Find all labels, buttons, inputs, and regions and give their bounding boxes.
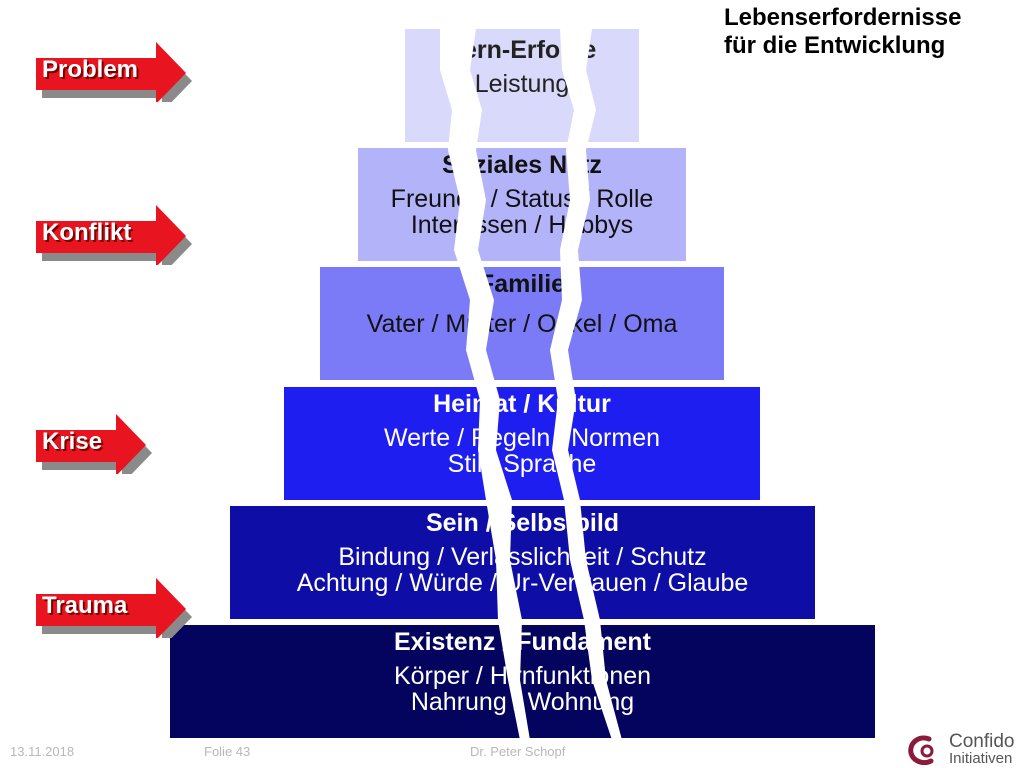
arrow-right-icon bbox=[36, 205, 192, 265]
arrow-label: Krise bbox=[42, 428, 103, 455]
arrow-problem: Problem bbox=[34, 40, 194, 102]
level-body: Körper / Hirnfunktionen Nahrung / Wohnun… bbox=[170, 663, 875, 715]
arrow-right-icon bbox=[36, 578, 192, 638]
level-line: Freunde / Status / Rolle bbox=[390, 185, 654, 213]
level-familie: Familie Vater / Mutter / Onkel / Oma bbox=[320, 267, 724, 380]
footer-slide-number: Folie 43 bbox=[204, 744, 251, 759]
arrow-right-icon bbox=[36, 42, 192, 102]
level-existenz-fundament: Existenz / Fundament Körper / Hirnfunkti… bbox=[170, 625, 875, 738]
level-body: Vater / Mutter / Onkel / Oma bbox=[320, 311, 724, 337]
logo-mark-icon bbox=[908, 735, 934, 765]
footer-date: 13.11.2018 bbox=[10, 744, 75, 759]
arrow-trauma: Trauma bbox=[34, 576, 194, 638]
level-sein-selbstbild: Sein / Selbstbild Bindung / Verlässlichk… bbox=[230, 506, 815, 619]
level-body: Freunde / Status / Rolle Interessen / Ho… bbox=[358, 186, 686, 238]
level-line: Vater / Mutter / Onkel / Oma bbox=[366, 310, 678, 338]
title-line-1: Lebenserfordernisse bbox=[724, 4, 962, 31]
level-line: Interessen / Hobbys bbox=[410, 211, 634, 239]
level-body: Bindung / Verlässlichkeit / Schutz Achtu… bbox=[230, 544, 815, 596]
level-lern-erfolge: Lern-Erfolge Leistung bbox=[405, 29, 639, 142]
arrow-label: Trauma bbox=[42, 592, 128, 619]
title-line-2: für die Entwicklung bbox=[724, 32, 946, 59]
arrow-label: Problem bbox=[42, 56, 139, 83]
level-body: Werte / Regeln / Normen Stil / Sprache bbox=[284, 425, 760, 477]
level-heading: Sein / Selbstbild bbox=[425, 509, 620, 537]
level-line: Werte / Regeln / Normen bbox=[383, 424, 661, 452]
slide-title: Lebenserfordernisse für die Entwicklung bbox=[724, 4, 1020, 60]
level-heading: Soziales Netz bbox=[442, 151, 602, 179]
level-heimat-kultur: Heimat / Kultur Werte / Regeln / Normen … bbox=[284, 387, 760, 500]
level-heading: Heimat / Kultur bbox=[433, 390, 611, 418]
arrow-krise: Krise bbox=[34, 412, 194, 474]
arrow-right-icon bbox=[36, 414, 152, 474]
confido-logo: Confido Initiativen bbox=[905, 731, 1021, 767]
arrow-konflikt: Konflikt bbox=[34, 203, 194, 265]
level-line: Bindung / Verlässlichkeit / Schutz bbox=[338, 543, 707, 571]
level-line: Achtung / Würde / Ur-Vertrauen / Glaube bbox=[296, 569, 749, 597]
level-heading: Familie bbox=[478, 270, 566, 298]
arrow-label: Konflikt bbox=[42, 219, 132, 246]
level-heading: Existenz / Fundament bbox=[394, 628, 651, 656]
footer-author: Dr. Peter Schopf bbox=[470, 744, 566, 759]
logo-word-2: Initiativen bbox=[949, 750, 1013, 767]
level-body: Leistung bbox=[405, 71, 639, 97]
level-line: Nahrung / Wohnung bbox=[410, 688, 635, 716]
level-soziales-netz: Soziales Netz Freunde / Status / Rolle I… bbox=[358, 148, 686, 261]
logo-word-1: Confido bbox=[949, 731, 1015, 752]
level-line: Stil / Sprache bbox=[447, 450, 597, 478]
level-line: Körper / Hirnfunktionen bbox=[393, 662, 652, 690]
level-line: Leistung bbox=[474, 70, 570, 98]
level-heading: Lern-Erfolge bbox=[447, 36, 597, 64]
